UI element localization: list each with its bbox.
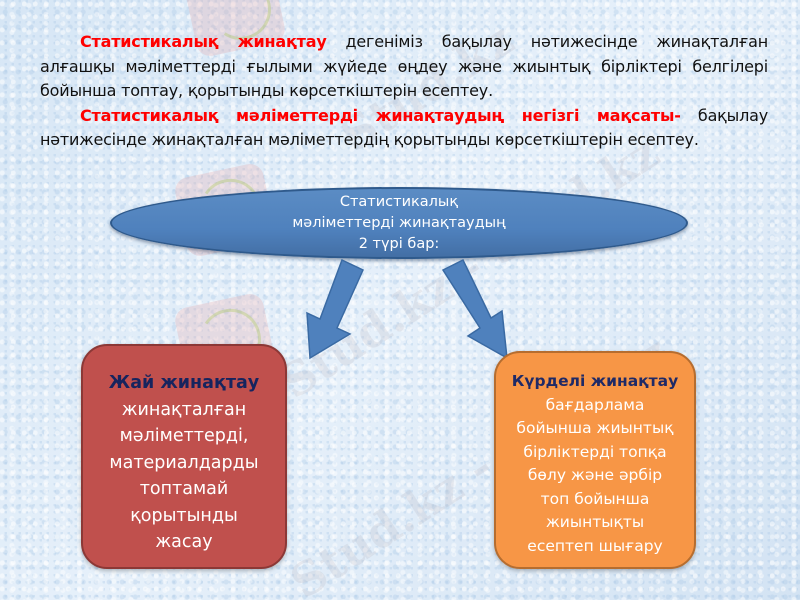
definition-paragraph: Статистикалық жинақтау дегеніміз бақылау… [40, 30, 768, 104]
simple-summary-line: материалдарды [109, 452, 259, 473]
complex-summary-line: есептеп шығару [527, 536, 663, 555]
term-statistical-summary: Статистикалық жинақтау [80, 32, 327, 51]
purpose-text: бақылау нәтижесінде жинақталған мәліметт… [40, 105, 768, 150]
simple-summary-line: топтамай [139, 479, 229, 499]
simple-summary-line: жасау [155, 532, 213, 552]
arrow-down-right-icon [441, 258, 508, 360]
arrow-down-left-icon [306, 258, 364, 360]
complex-summary-line: бірліктерді топқа [523, 442, 667, 461]
definition-text: дегеніміз бақылау нәтижесінде жинақталға… [40, 32, 768, 100]
complex-summary-line: бағдарлама [545, 395, 645, 414]
complex-summary-line: бөлу және әрбір [527, 466, 663, 484]
purpose-paragraph: Статистикалық мәліметтерді жинақтаудың н… [40, 104, 768, 153]
complex-summary-title: Күрделі жинақтау [511, 372, 679, 390]
definition-text-block: Статистикалық жинақтау дегеніміз бақылау… [40, 30, 768, 153]
simple-summary-box: Жай жинақтау жинақталған мәліметтерді, м… [81, 344, 287, 569]
complex-summary-line: жиынтықты [545, 513, 645, 531]
complex-summary-box: Күрделі жинақтау бағдарлама бойынша жиын… [494, 351, 696, 569]
simple-summary-line: жинақталған [121, 399, 247, 420]
simple-summary-title: Жай жинақтау [108, 373, 260, 393]
diagram-root-ellipse: Статистикалық мәліметтерді жинақтаудың 2… [110, 187, 688, 259]
complex-summary-line: бойынша жиынтық [516, 419, 674, 437]
term-main-purpose: Статистикалық мәліметтерді жинақтаудың н… [80, 105, 681, 125]
complex-summary-line: топ бойынша [540, 489, 650, 508]
simple-summary-line: мәліметтерді, [119, 426, 249, 446]
simple-summary-line: қорытынды [130, 505, 238, 526]
diagram-root-text: Статистикалық мәліметтерді жинақтаудың 2… [292, 193, 506, 252]
